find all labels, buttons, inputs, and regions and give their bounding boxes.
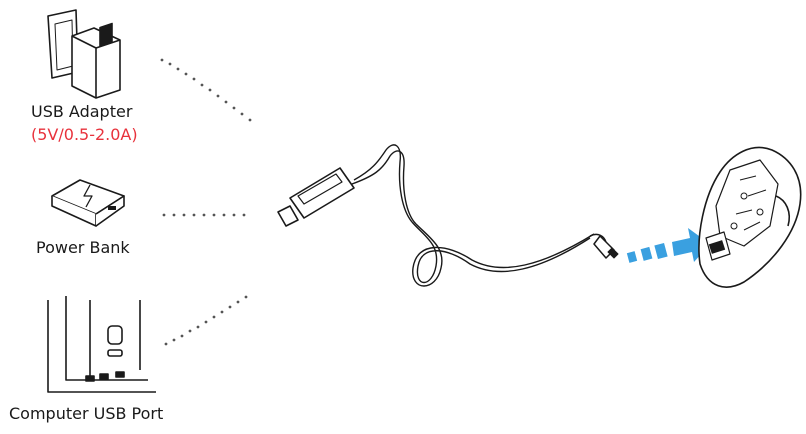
power-bank-icon bbox=[51, 179, 125, 227]
usb-adapter-label: USB Adapter bbox=[31, 102, 133, 121]
computer-tower-icon bbox=[47, 296, 156, 393]
usb-cable-icon bbox=[277, 144, 619, 287]
wall-adapter-icon bbox=[47, 9, 121, 99]
device-charging-port-icon bbox=[698, 146, 802, 288]
dotted-connectors bbox=[160, 58, 252, 346]
computer-usb-port-label: Computer USB Port bbox=[9, 404, 164, 423]
arrow-icon bbox=[626, 228, 710, 263]
power-bank-label: Power Bank bbox=[36, 238, 130, 257]
usb-adapter-spec-label: (5V/0.5-2.0A) bbox=[31, 125, 138, 144]
